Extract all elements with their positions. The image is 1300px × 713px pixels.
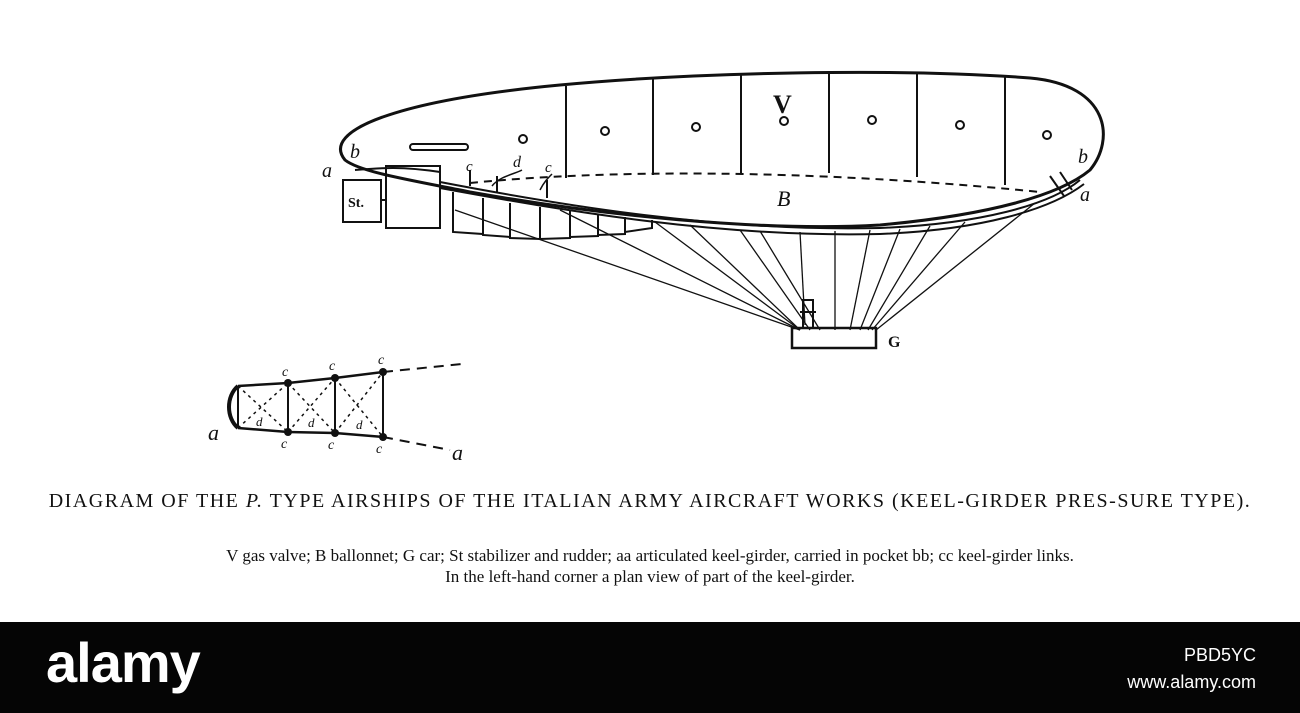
valve-circle: [867, 115, 877, 125]
keel-girder-line: [439, 183, 1085, 236]
label-plan-c: c: [329, 359, 336, 374]
label-link-c: c: [466, 159, 473, 175]
keel-pocket: [569, 211, 599, 239]
keel-girder-line: [439, 179, 1081, 230]
valve-circle: [955, 120, 965, 130]
envelope-outline: [339, 70, 1105, 229]
envelope-slot: [409, 143, 469, 151]
site-url-link[interactable]: www.alamy.com: [1127, 672, 1256, 692]
label-plan-d: d: [256, 414, 263, 429]
watermark-footer: [0, 622, 1300, 713]
label-keel-a: a: [322, 160, 332, 182]
label-plan-d: d: [356, 417, 363, 432]
label-pocket-b: b: [1078, 146, 1088, 168]
label-plan-a: a: [208, 420, 219, 445]
label-link-c: c: [545, 160, 552, 176]
label-plan-c: c: [282, 365, 289, 380]
keel-plan-view: [227, 363, 463, 451]
valve-circle: [779, 116, 789, 126]
label-plan-d: d: [308, 415, 315, 430]
image-id: PBD5YC: [1183, 645, 1256, 665]
valve-circle: [691, 122, 701, 132]
label-plan-a: a: [452, 440, 463, 465]
keel-links: [469, 170, 1073, 198]
valve-circle: [600, 126, 610, 136]
car-g: [790, 326, 878, 350]
label-ballonnet-b: B: [777, 186, 790, 211]
label-plan-c: c: [281, 437, 288, 452]
alamy-logo[interactable]: alamy: [46, 631, 201, 694]
suspension-cables: [454, 202, 1036, 331]
keel-pocket: [509, 203, 541, 241]
label-stabilizer: St.: [348, 196, 364, 211]
label-car-g: G: [888, 334, 901, 351]
legend-line-2: In the left-hand corner a plan view of p…: [445, 567, 855, 586]
car-engine: [802, 299, 814, 329]
diagram-area: V B G St. a a b b c d c a a c c c c c c …: [10, 70, 1290, 587]
valve-circle: [1042, 130, 1052, 140]
ballonnet-boundary: [469, 172, 1041, 193]
label-pocket-b: b: [350, 141, 360, 163]
caption-title-em: P.: [245, 490, 264, 512]
label-plan-c: c: [376, 442, 383, 457]
caption-title-post: TYPE AIRSHIPS OF THE ITALIAN ARMY AIRCRA…: [263, 490, 1252, 512]
label-plan-c: c: [328, 438, 335, 453]
airship-diagram: V B G St. a a b b c d c a a c c c c c c …: [208, 70, 1105, 465]
caption-legend: V gas valve; B ballonnet; G car; St stab…: [10, 545, 1290, 587]
valve-circle: [518, 134, 528, 144]
keel-pocket: [624, 217, 653, 234]
keel-pocket: [452, 192, 484, 236]
label-keel-a: a: [1080, 184, 1090, 206]
label-plan-c: c: [378, 353, 385, 368]
legend-line-1: V gas valve; B ballonnet; G car; St stab…: [226, 546, 1074, 565]
caption-title-pre: DIAGRAM OF THE: [48, 490, 246, 512]
label-d: d: [513, 154, 522, 171]
rudder-box: [385, 165, 441, 229]
caption-title: DIAGRAM OF THE P. TYPE AIRSHIPS OF THE I…: [10, 488, 1290, 514]
label-valve-v: V: [773, 90, 792, 119]
keel-pocket: [539, 207, 571, 241]
keel-pocket: [482, 198, 511, 239]
